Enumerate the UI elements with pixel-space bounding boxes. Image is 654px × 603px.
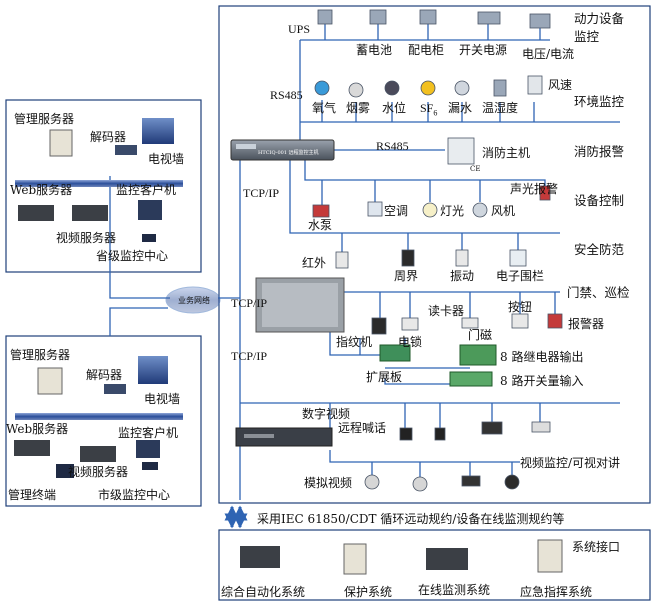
- city-center-label: 市级监控中心: [98, 488, 171, 502]
- access-controller: [255, 277, 345, 333]
- alarm-label: 报警器: [568, 317, 605, 331]
- bottom-icons: [240, 539, 563, 575]
- bottom-frame: [218, 529, 651, 601]
- city-web-server-label: Web服务器: [6, 422, 69, 436]
- power-monitor-label: 动力设备 监控: [574, 11, 625, 44]
- city-tv-wall-label: 电视墙: [144, 392, 181, 406]
- city-video-server-label: 视频服务器: [68, 465, 129, 479]
- rs485-env-label: RS485: [270, 88, 303, 102]
- oxygen-label: 氧气: [312, 101, 337, 115]
- ups-label: UPS: [288, 22, 311, 36]
- humidity-label: 温湿度: [482, 101, 519, 115]
- sound-light-label: 声光报警: [510, 182, 559, 196]
- psu-label: 开关电源: [459, 43, 508, 57]
- env-monitor-label: 环境监控: [574, 94, 625, 109]
- fan-label: 风机: [491, 204, 516, 218]
- tcpip-label-2: TCP/IP: [231, 296, 268, 310]
- voltage-label: 电压/电流: [522, 47, 575, 61]
- province-tv-wall-label: 电视墙: [148, 152, 185, 166]
- leak-label: 漏水: [448, 101, 473, 115]
- expansion-label: 扩展板: [366, 370, 403, 384]
- city-frame: [5, 335, 202, 507]
- online-system-label: 在线监测系统: [418, 583, 491, 597]
- emergency-system-label: 应急指挥系统: [520, 585, 593, 599]
- province-decoder-label: 解码器: [90, 130, 127, 144]
- fence-label: 电子围栏: [496, 269, 545, 283]
- reader-label: 读卡器: [428, 304, 465, 318]
- cloud-label: 业务网络: [178, 296, 210, 305]
- connection-lines: [109, 22, 620, 500]
- city-terminal-label: 管理终端: [8, 488, 57, 502]
- digital-video-label: 数字视频: [302, 407, 351, 421]
- protocol-label: 采用IEC 61850/CDT 循环远动规约/设备在线监测规约等: [257, 512, 565, 526]
- expansion-board: [379, 344, 411, 362]
- city-mgmt-server-label: 管理服务器: [10, 348, 71, 362]
- main-frame: [218, 5, 651, 504]
- wind-label: 风速: [548, 78, 573, 92]
- province-icons: [15, 118, 183, 242]
- door-magnet-label: 门磁: [468, 328, 493, 342]
- battery-label: 蓄电池: [356, 43, 393, 57]
- cabinet-label: 配电柜: [408, 43, 445, 57]
- city-client-label: 监控客户机: [118, 426, 179, 440]
- perimeter-label: 周界: [394, 269, 419, 283]
- intercom-label: 远程喊话: [338, 421, 387, 435]
- protect-system-label: 保护系统: [344, 585, 393, 599]
- analog-video-label: 模拟视频: [304, 476, 353, 490]
- light-label: 灯光: [440, 204, 465, 218]
- water-level-label: 水位: [382, 101, 407, 115]
- sf6-label: SF6: [420, 101, 438, 118]
- fire-alarm-label: 消防报警: [574, 144, 625, 159]
- vibration-label: 振动: [450, 269, 475, 283]
- input-board: [449, 371, 493, 387]
- province-center-label: 省级监控中心: [96, 249, 169, 263]
- relay-label: 8 路继电器输出: [500, 350, 584, 364]
- province-frame: [5, 99, 202, 273]
- city-icons: [14, 356, 183, 478]
- province-web-server-label: Web服务器: [10, 183, 73, 197]
- pump-label: 水泵: [308, 218, 333, 232]
- fire-host-label: 消防主机: [482, 146, 531, 160]
- tcpip-label-3: TCP/IP: [231, 349, 268, 363]
- dvr-device: [235, 427, 333, 447]
- smoke-label: 烟雾: [346, 101, 371, 115]
- device-control-label: 设备控制: [574, 193, 625, 208]
- remote-monitor-host: [230, 139, 335, 161]
- device-icons: [312, 9, 563, 492]
- business-network-cloud: [165, 286, 221, 314]
- rs485-fire-label: RS485: [376, 139, 409, 153]
- relay-board: [459, 344, 497, 366]
- video-monitor-label: 视频监控/可视对讲: [520, 456, 621, 470]
- remote-host-label: HTCIQ-001 远程监控主机: [258, 150, 319, 156]
- ce-mark: CE: [470, 165, 481, 173]
- protocol-arrows: [224, 505, 248, 529]
- button-label: 按钮: [508, 300, 533, 314]
- system-interface-label: 系统接口: [572, 540, 621, 554]
- province-mgmt-server-label: 管理服务器: [14, 112, 75, 126]
- province-video-server-label: 视频服务器: [56, 231, 117, 245]
- tcpip-label-1: TCP/IP: [243, 186, 280, 200]
- switch-input-label: 8 路开关量输入: [500, 374, 584, 388]
- access-label: 门禁、巡检: [567, 285, 630, 300]
- security-label: 安全防范: [574, 242, 625, 257]
- infrared-label: 红外: [302, 256, 327, 270]
- auto-system-label: 综合自动化系统: [221, 585, 306, 599]
- province-client-label: 监控客户机: [116, 183, 177, 197]
- ac-label: 空调: [384, 204, 409, 218]
- lock-label: 电锁: [398, 335, 423, 349]
- fingerprint-label: 指纹机: [336, 335, 373, 349]
- city-decoder-label: 解码器: [86, 368, 123, 382]
